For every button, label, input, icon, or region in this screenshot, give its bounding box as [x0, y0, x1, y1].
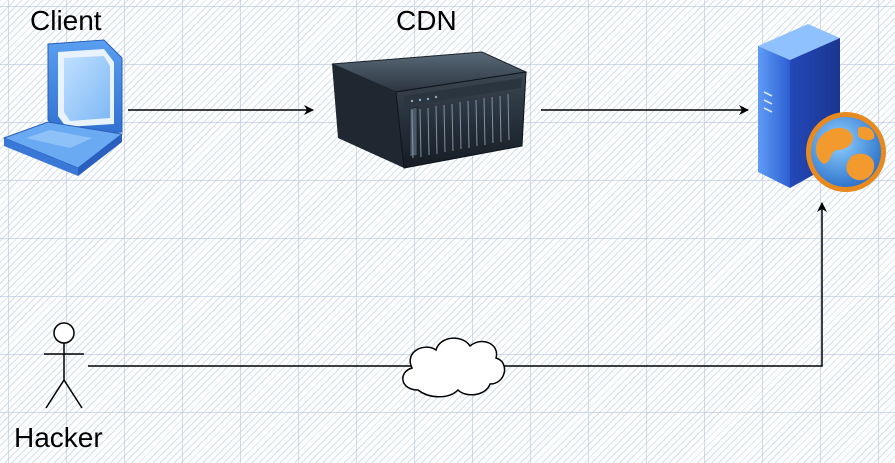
client-label: Client: [30, 5, 102, 36]
cloud-icon: [402, 337, 506, 398]
server-rack-icon: [331, 51, 528, 169]
globe-icon: [806, 112, 886, 192]
web-server-icon: [758, 24, 886, 192]
stick-figure-icon: [44, 322, 84, 409]
edge-hacker-to-server: [88, 202, 827, 367]
cdn-label: CDN: [396, 5, 457, 36]
laptop-icon: [2, 39, 124, 176]
hacker-label: Hacker: [14, 422, 103, 453]
